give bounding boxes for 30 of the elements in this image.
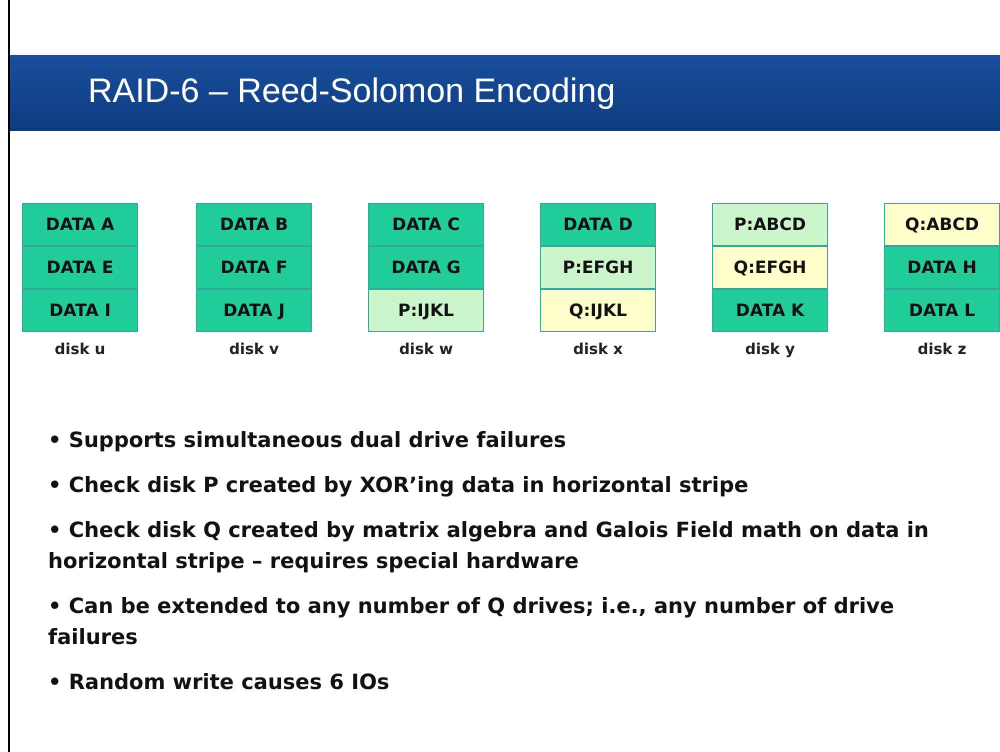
parity-block: P:IJKL: [368, 289, 484, 332]
disk-label: disk u: [54, 340, 106, 358]
disk-label: disk w: [398, 340, 454, 358]
data-block: DATA L: [884, 289, 1000, 332]
bullet-point: • Check disk Q created by matrix algebra and Galois Field math on data in horizontal stripe – requires special hardware: [48, 517, 930, 575]
disk-label: disk x: [572, 340, 624, 358]
data-block: DATA D: [540, 203, 656, 246]
bullet-point: • Supports simultaneous dual drive failures: [48, 427, 568, 454]
data-block: DATA A: [22, 203, 138, 246]
data-block: DATA I: [22, 289, 138, 332]
slide-title: RAID-6 – Reed-Solomon Encoding: [88, 72, 616, 111]
bullet-point: • Random write causes 6 IOs: [48, 669, 390, 696]
data-block: DATA C: [368, 203, 484, 246]
data-block: DATA F: [196, 246, 312, 289]
disk-label: disk z: [916, 340, 968, 358]
parity-block: P:EFGH: [540, 246, 656, 289]
data-block: DATA E: [22, 246, 138, 289]
parity-block: Q:IJKL: [540, 289, 656, 332]
data-block: DATA G: [368, 246, 484, 289]
parity-block: P:ABCD: [712, 203, 828, 246]
parity-block: Q:EFGH: [712, 246, 828, 289]
disk-label: disk y: [744, 340, 796, 358]
disk-label: disk v: [228, 340, 280, 358]
data-block: DATA H: [884, 246, 1000, 289]
data-block: DATA B: [196, 203, 312, 246]
bullet-point: • Can be extended to any number of Q drives; i.e., any number of drive failures: [48, 593, 896, 651]
data-block: DATA K: [712, 289, 828, 332]
bullet-point: • Check disk P created by XOR’ing data in horizontal stripe: [48, 472, 750, 499]
parity-block: Q:ABCD: [884, 203, 1000, 246]
data-block: DATA J: [196, 289, 312, 332]
